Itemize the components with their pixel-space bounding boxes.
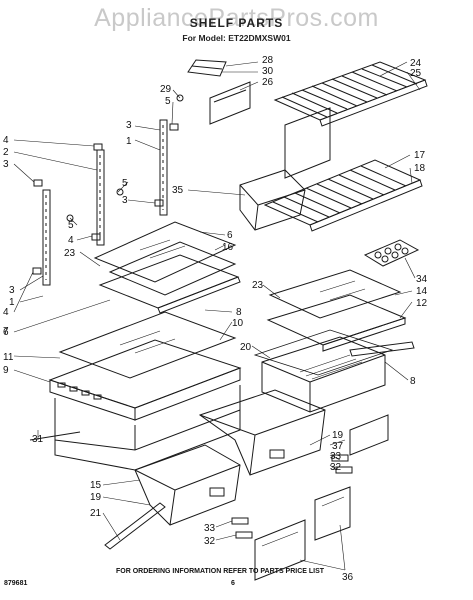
crisper-drawer-right (198, 389, 326, 476)
shelf-ladder-rail-2 (96, 149, 105, 246)
callout-label: 14 (416, 286, 428, 297)
watermark: AppliancePartsPros.com (94, 4, 379, 32)
callout-label: 3 (122, 195, 128, 206)
callout-label: 20 (240, 342, 252, 353)
callout-label: 11 (3, 352, 14, 363)
drawer-slide-21 (104, 502, 166, 550)
shelf-side-panel (284, 107, 331, 179)
callout-label: 23 (64, 248, 76, 259)
page-title: SHELF PARTS (189, 16, 284, 30)
callout-label: 9 (3, 365, 9, 376)
callout-label: 18 (414, 163, 426, 174)
callout-label: 12 (416, 298, 428, 309)
callout-label: 3 (3, 159, 9, 170)
crisper-cover-glass (58, 311, 237, 379)
shelf-frame-12 (266, 294, 407, 352)
callout-label: 4 (3, 135, 9, 146)
wire-shelf-lower (263, 159, 423, 232)
glass-shelf-14 (268, 269, 402, 319)
crisper-drawer-left (134, 444, 241, 526)
meat-keeper-20 (261, 336, 386, 413)
callout-label: 29 (160, 84, 172, 95)
shelf-ladder-rail-3 (42, 189, 51, 286)
callout-label: 34 (416, 274, 428, 285)
shelf-frame-23 (98, 254, 241, 314)
callout-label: 2 (3, 147, 9, 158)
callout-label: 17 (414, 150, 426, 161)
callout-label: 21 (90, 508, 102, 519)
callout-label: 1 (9, 297, 15, 308)
callout-label: 25 (410, 68, 422, 79)
callout-label: 33 (330, 451, 342, 462)
shelf-bracket-26 (209, 81, 251, 125)
callout-label: 23 (252, 280, 264, 291)
callout-label: 32 (330, 462, 342, 473)
callout-label: 5 (68, 220, 74, 231)
callout-label: 7 (3, 326, 9, 337)
callout-label: 19 (90, 492, 102, 503)
callout-label: 1 (126, 136, 132, 147)
ordering-note: FOR ORDERING INFORMATION REFER TO PARTS … (116, 568, 325, 575)
callout-label: 32 (204, 536, 216, 547)
callout-label: 8 (236, 307, 242, 318)
callout-label: 33 (204, 523, 216, 534)
callout-label: 31 (32, 434, 44, 445)
hardware-screws (32, 94, 184, 275)
callout-label: 5 (165, 96, 171, 107)
callout-label: 37 (332, 441, 344, 452)
egg-tray-34 (363, 239, 420, 267)
leader-lines (13, 61, 421, 571)
callout-label: 15 (90, 480, 102, 491)
callout-label: 30 (262, 66, 274, 77)
callout-label: 36 (342, 572, 354, 583)
crisper-cover-frame (48, 339, 242, 421)
callout-label: 16 (222, 242, 234, 253)
callout-label: 19 (332, 430, 344, 441)
callout-label: 6 (3, 327, 9, 338)
keeper-cover-frame (253, 329, 415, 376)
callout-label: 4 (3, 307, 9, 318)
callout-label: 6 (227, 230, 233, 241)
shelf-handle-28-30 (187, 59, 227, 77)
crisper-divider-frame (29, 385, 241, 471)
callout-labels: 28 30 26 24 25 29 5 3 1 4 2 3 5 3 35 17 … (3, 55, 428, 583)
callout-label: 8 (410, 376, 416, 387)
callout-label: 4 (68, 235, 74, 246)
callout-label: 26 (262, 77, 274, 88)
part-code: 879681 (4, 580, 28, 587)
callout-label: 3 (9, 285, 15, 296)
model-subtitle: For Model: ET22DMXSW01 (182, 33, 291, 43)
glass-shelf-16 (93, 221, 237, 296)
callout-label: 10 (232, 318, 244, 329)
storage-bin-35 (239, 169, 306, 231)
wire-shelf-upper (273, 61, 428, 127)
callout-label: 5 (122, 178, 128, 189)
callout-label: 24 (410, 58, 422, 69)
callout-label: 35 (172, 185, 184, 196)
page-number: 6 (231, 580, 235, 587)
callout-label: 3 (126, 120, 132, 131)
shelf-ladder-rail-1 (159, 119, 168, 216)
drawer-front-panels-36 (254, 414, 389, 581)
callout-label: 28 (262, 55, 274, 66)
